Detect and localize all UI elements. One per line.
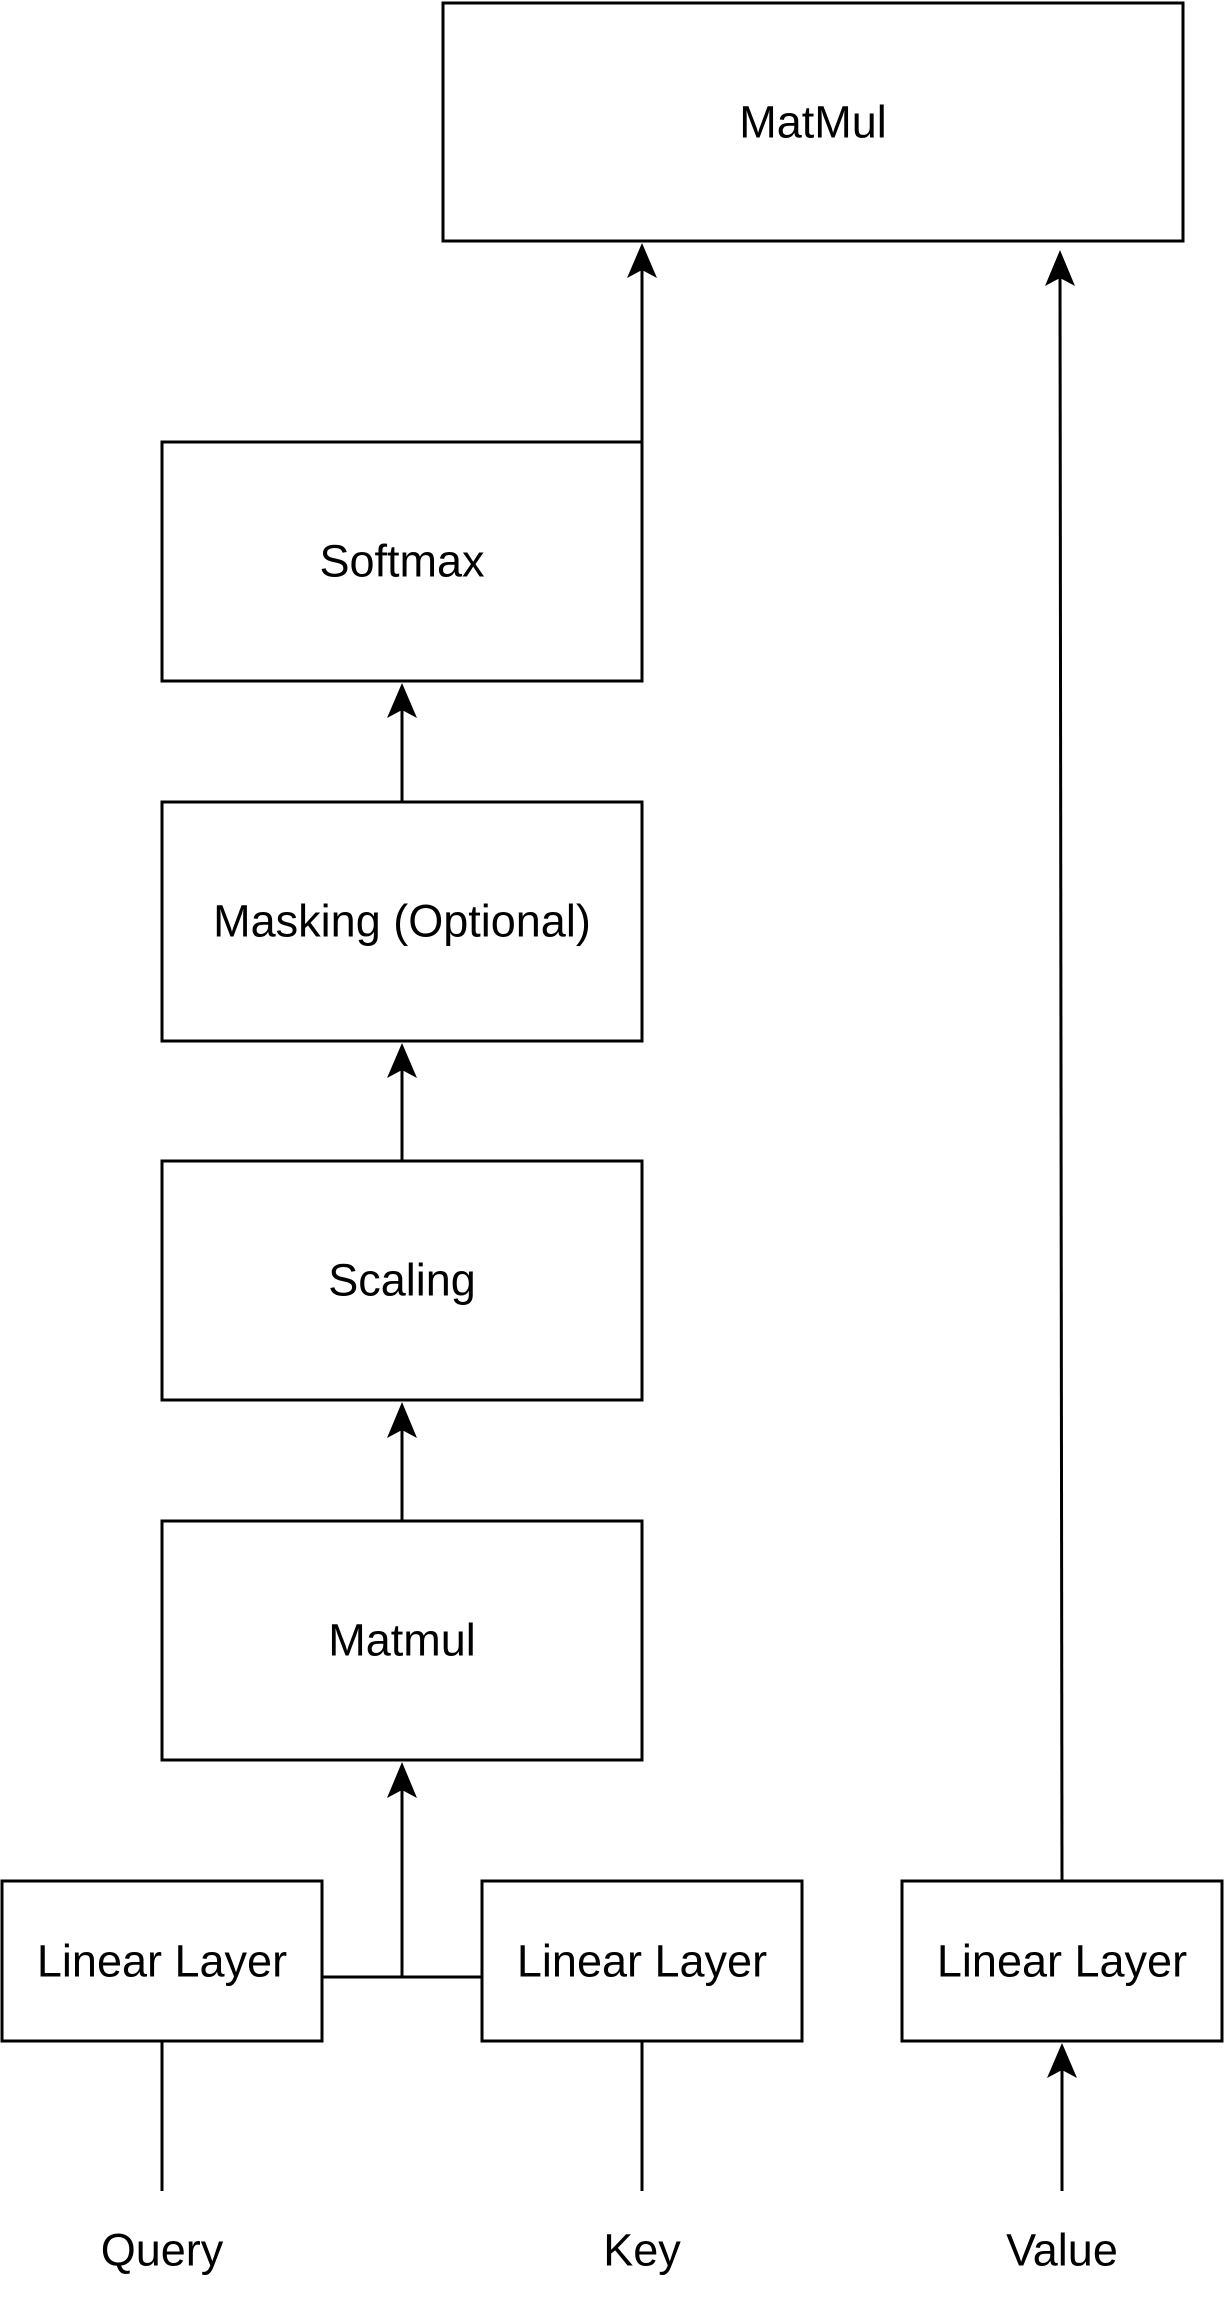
input-label-value: Value [1006,2225,1118,2276]
arrowhead [387,1762,417,1798]
node-scaling: Scaling [160,1159,644,1402]
edge-value-input [1047,2043,1077,2191]
edge-masking-to-softmax [387,683,417,802]
node-masking-label: Masking (Optional) [213,896,591,947]
edge-value-to-matmul [1045,250,1075,1882]
arrowhead [1045,250,1075,286]
node-softmax-label: Softmax [319,536,485,587]
arrowhead [387,1402,417,1438]
node-scaling-label: Scaling [328,1255,476,1306]
node-linear-key: Linear Layer [480,1879,804,2043]
edge-qk-to-matmul [322,1762,482,1979]
edge-softmax-to-matmul [627,243,657,442]
node-linear-query-label: Linear Layer [37,1936,287,1987]
node-linear-query: Linear Layer [0,1879,324,2043]
input-label-query: Query [101,2225,224,2276]
node-linear-value: Linear Layer [900,1879,1224,2043]
arrowhead [627,243,657,278]
node-matmul-label: Matmul [328,1615,476,1666]
input-label-key: Key [603,2225,681,2276]
edge-matmul-to-scaling [387,1402,417,1521]
node-top-matmul-label: MatMul [739,97,887,148]
node-matmul: Matmul [160,1519,644,1762]
node-softmax: Softmax [160,440,644,683]
node-masking: Masking (Optional) [160,800,644,1043]
arrowhead [387,1043,417,1078]
node-linear-key-label: Linear Layer [517,1936,767,1987]
arrowhead [387,683,417,718]
node-linear-value-label: Linear Layer [937,1936,1187,1987]
edge-scaling-to-masking [387,1043,417,1161]
node-top-matmul: MatMul [441,1,1185,243]
arrowhead [1047,2043,1077,2078]
